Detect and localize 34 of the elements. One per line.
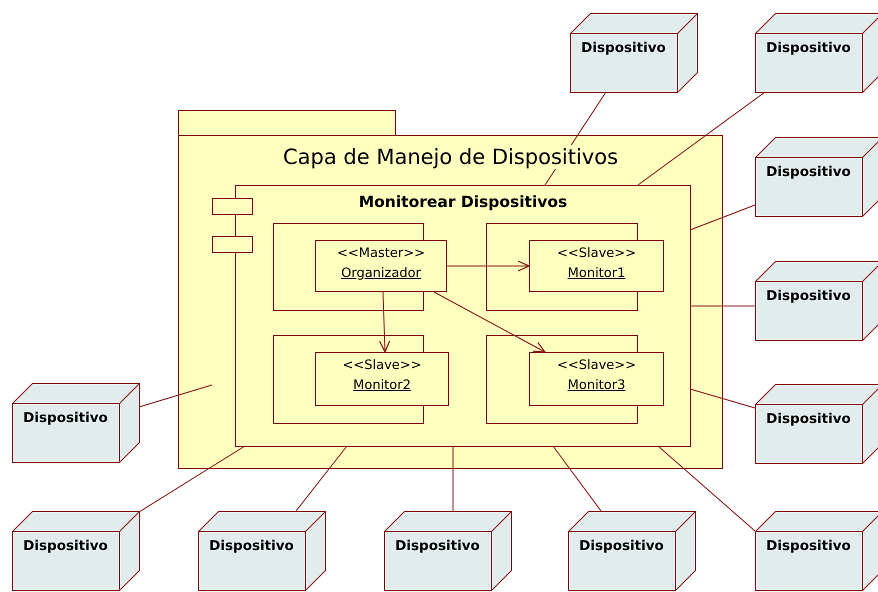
device-label: Dispositivo — [580, 40, 667, 56]
arrow — [446, 260, 530, 272]
stereotype-label: <<Slave>> — [556, 358, 638, 374]
connector-line — [544, 92, 606, 186]
device-label: Dispositivo — [22, 410, 109, 426]
device-label: Dispositivo — [765, 288, 852, 304]
connector-line — [658, 446, 756, 532]
connector-line — [552, 446, 602, 512]
arrow — [434, 292, 546, 353]
device-label: Dispositivo — [578, 538, 665, 554]
object-name: Monitor2 — [352, 378, 412, 394]
device-label: Dispositivo — [208, 538, 295, 554]
stereotype-label: <<Slave>> — [556, 246, 638, 262]
device-label: Dispositivo — [765, 40, 852, 56]
device-label: Dispositivo — [765, 164, 852, 180]
connector-line — [296, 446, 348, 512]
stereotype-label: <<Slave>> — [341, 358, 423, 374]
connector-line — [138, 446, 246, 512]
arrow — [379, 292, 390, 353]
device-label: Dispositivo — [765, 411, 852, 427]
device-label: Dispositivo — [765, 538, 852, 554]
device-label: Dispositivo — [394, 538, 481, 554]
object-name: Organizador — [340, 266, 422, 282]
device-label: Dispositivo — [22, 538, 109, 554]
connector-line — [690, 204, 756, 230]
connector-line — [138, 384, 212, 408]
component-title: Monitorear Dispositivos — [358, 193, 568, 211]
connector-line — [690, 388, 756, 408]
connector-line — [452, 446, 454, 512]
object-name: Monitor3 — [566, 378, 626, 394]
package-title: Capa de Manejo de Dispositivos — [283, 145, 618, 169]
connector-line — [638, 92, 766, 186]
stereotype-label: <<Master>> — [336, 246, 426, 262]
object-name: Monitor1 — [566, 266, 626, 282]
